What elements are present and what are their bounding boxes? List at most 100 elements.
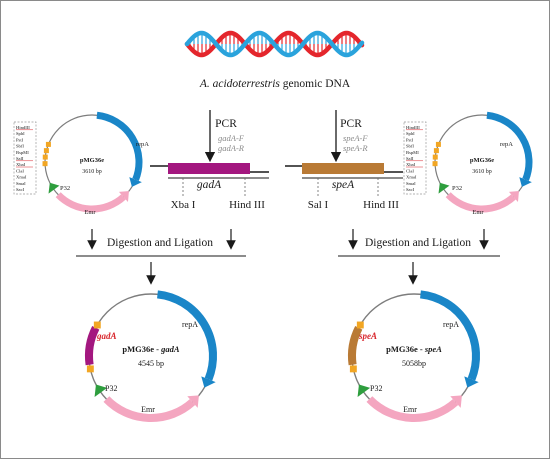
- mcs-marker: [435, 141, 441, 147]
- vector-name: pMG36e: [470, 157, 494, 164]
- mcs-site: ClaI: [406, 168, 414, 173]
- emr-arrowhead: [450, 395, 462, 408]
- mcs-marker: [433, 148, 439, 154]
- repa-label: repA: [443, 320, 459, 329]
- pcr-right: PCR speA-F speA-R speA Sal I Hind III: [285, 110, 403, 211]
- mcs-site: XbaI: [406, 162, 416, 167]
- mcs-site: HindIII: [16, 125, 30, 130]
- p32-label: P32: [370, 384, 382, 393]
- digestion-ligation-left: Digestion and Ligation: [76, 229, 246, 285]
- repa-arrowhead: [201, 376, 216, 388]
- mcs-site: ClaI: [16, 168, 24, 173]
- step-label: Digestion and Ligation: [365, 237, 471, 249]
- mcs-site: SbfI: [406, 144, 414, 149]
- repa-label: repA: [182, 320, 198, 329]
- mcs-site: XmaI: [16, 175, 27, 180]
- junction-marker: [356, 321, 364, 329]
- emr-label: Emr: [141, 405, 155, 414]
- vector-plasmid-right: HindIIISphIPstISbfIBspMISalIXbaIClaIXmaI…: [403, 111, 533, 216]
- insert-label: speA: [358, 331, 377, 341]
- emr-arrowhead: [118, 191, 129, 202]
- construct-size: 5058bp: [402, 359, 426, 368]
- construct-name: pMG36e - speA: [386, 344, 442, 354]
- p32-label: P32: [452, 185, 462, 192]
- vector-plasmid-left: HindIIISphIPstISbfIBspMISalIXbaIClaIXmaI…: [13, 111, 149, 216]
- digestion-ligation-right: Digestion and Ligation: [338, 229, 500, 285]
- repa-segment: [96, 111, 143, 181]
- junction-marker: [93, 321, 101, 329]
- mcs-site: XbaI: [16, 162, 26, 167]
- vector-size: 3610 bp: [82, 169, 102, 175]
- mcs-site-list: HindIIISphIPstISbfIBspMISalIXbaIClaIXmaI…: [16, 125, 33, 192]
- dna-helix: [184, 30, 365, 58]
- mcs-site: SalI: [406, 156, 414, 161]
- mcs-site: HindIII: [406, 125, 420, 130]
- emr-arrowhead: [508, 191, 519, 202]
- genomic-dna-label: A. acidoterrestris genomic DNA: [199, 78, 351, 90]
- mcs-box: [13, 121, 37, 195]
- pcr-left: PCR gadA-F gadA-R gadA Xba I Hind III: [150, 110, 269, 211]
- mcs-site: XmaI: [406, 175, 417, 180]
- site-sal: Sal I: [308, 199, 329, 211]
- insert-label: gadA: [96, 331, 117, 341]
- repa-arrowhead: [519, 177, 532, 187]
- gene-label: speA: [332, 179, 355, 191]
- vector-size: 3610 bp: [472, 169, 492, 175]
- primer-reverse: speA-R: [343, 143, 368, 153]
- junction-marker: [86, 365, 94, 373]
- emr-segment: [445, 192, 516, 213]
- mcs-site: SmaI: [406, 181, 416, 186]
- emr-arrowhead: [187, 395, 199, 408]
- repa-label: repA: [500, 141, 513, 148]
- speA-insert: [302, 163, 384, 174]
- mcs-site: SmaI: [16, 181, 26, 186]
- emr-label: Emr: [84, 209, 96, 216]
- mcs-site: BspMI: [16, 150, 29, 155]
- mcs-marker: [45, 141, 51, 147]
- primer-reverse: gadA-R: [218, 143, 245, 153]
- insert-segment: [85, 326, 100, 366]
- emr-segment: [103, 396, 196, 423]
- p32-promoter: [357, 384, 371, 398]
- p32-promoter: [94, 384, 108, 398]
- insert-segment: [348, 326, 363, 366]
- repa-label: repA: [136, 141, 149, 148]
- mcs-site: SbfI: [16, 144, 24, 149]
- mcs-marker: [432, 154, 438, 160]
- gadA-insert: [168, 163, 250, 174]
- repa-arrowhead: [129, 177, 142, 187]
- mcs-site: SacI: [406, 187, 415, 192]
- mcs-site-list: HindIIISphIPstISbfIBspMISalIXbaIClaIXmaI…: [406, 125, 423, 192]
- site-xba: Xba I: [171, 199, 196, 211]
- p32-promoter: [438, 182, 450, 194]
- mcs-site: SphI: [16, 131, 25, 136]
- emr-label: Emr: [472, 209, 484, 216]
- mcs-marker: [43, 148, 49, 154]
- primer-forward: speA-F: [343, 133, 368, 143]
- repa-segment: [156, 290, 218, 381]
- mcs-site: SphI: [406, 131, 415, 136]
- repa-segment: [486, 111, 533, 181]
- pcr-title: PCR: [340, 118, 362, 130]
- p32-label: P32: [60, 185, 70, 192]
- mcs-box: [403, 121, 427, 195]
- emr-segment: [366, 396, 459, 423]
- mcs-site: PstI: [16, 137, 24, 142]
- mcs-site: PstI: [406, 137, 414, 142]
- dna-strand-blue: [184, 30, 365, 58]
- junction-marker: [349, 365, 357, 373]
- repa-arrowhead: [464, 376, 479, 388]
- construct-size: 4545 bp: [138, 359, 164, 368]
- mcs-site: SacI: [16, 187, 25, 192]
- step-label: Digestion and Ligation: [107, 237, 213, 249]
- vector-name: pMG36e: [80, 157, 104, 164]
- repa-segment: [419, 290, 481, 381]
- recombinant-plasmid-speA: speA pMG36e - speA 5058bp repA Emr P32: [348, 290, 481, 423]
- emr-label: Emr: [403, 405, 417, 414]
- emr-segment: [55, 192, 126, 213]
- pcr-title: PCR: [215, 118, 237, 130]
- site-hind: Hind III: [363, 199, 399, 211]
- gene-label: gadA: [197, 179, 222, 191]
- site-hind: Hind III: [229, 199, 265, 211]
